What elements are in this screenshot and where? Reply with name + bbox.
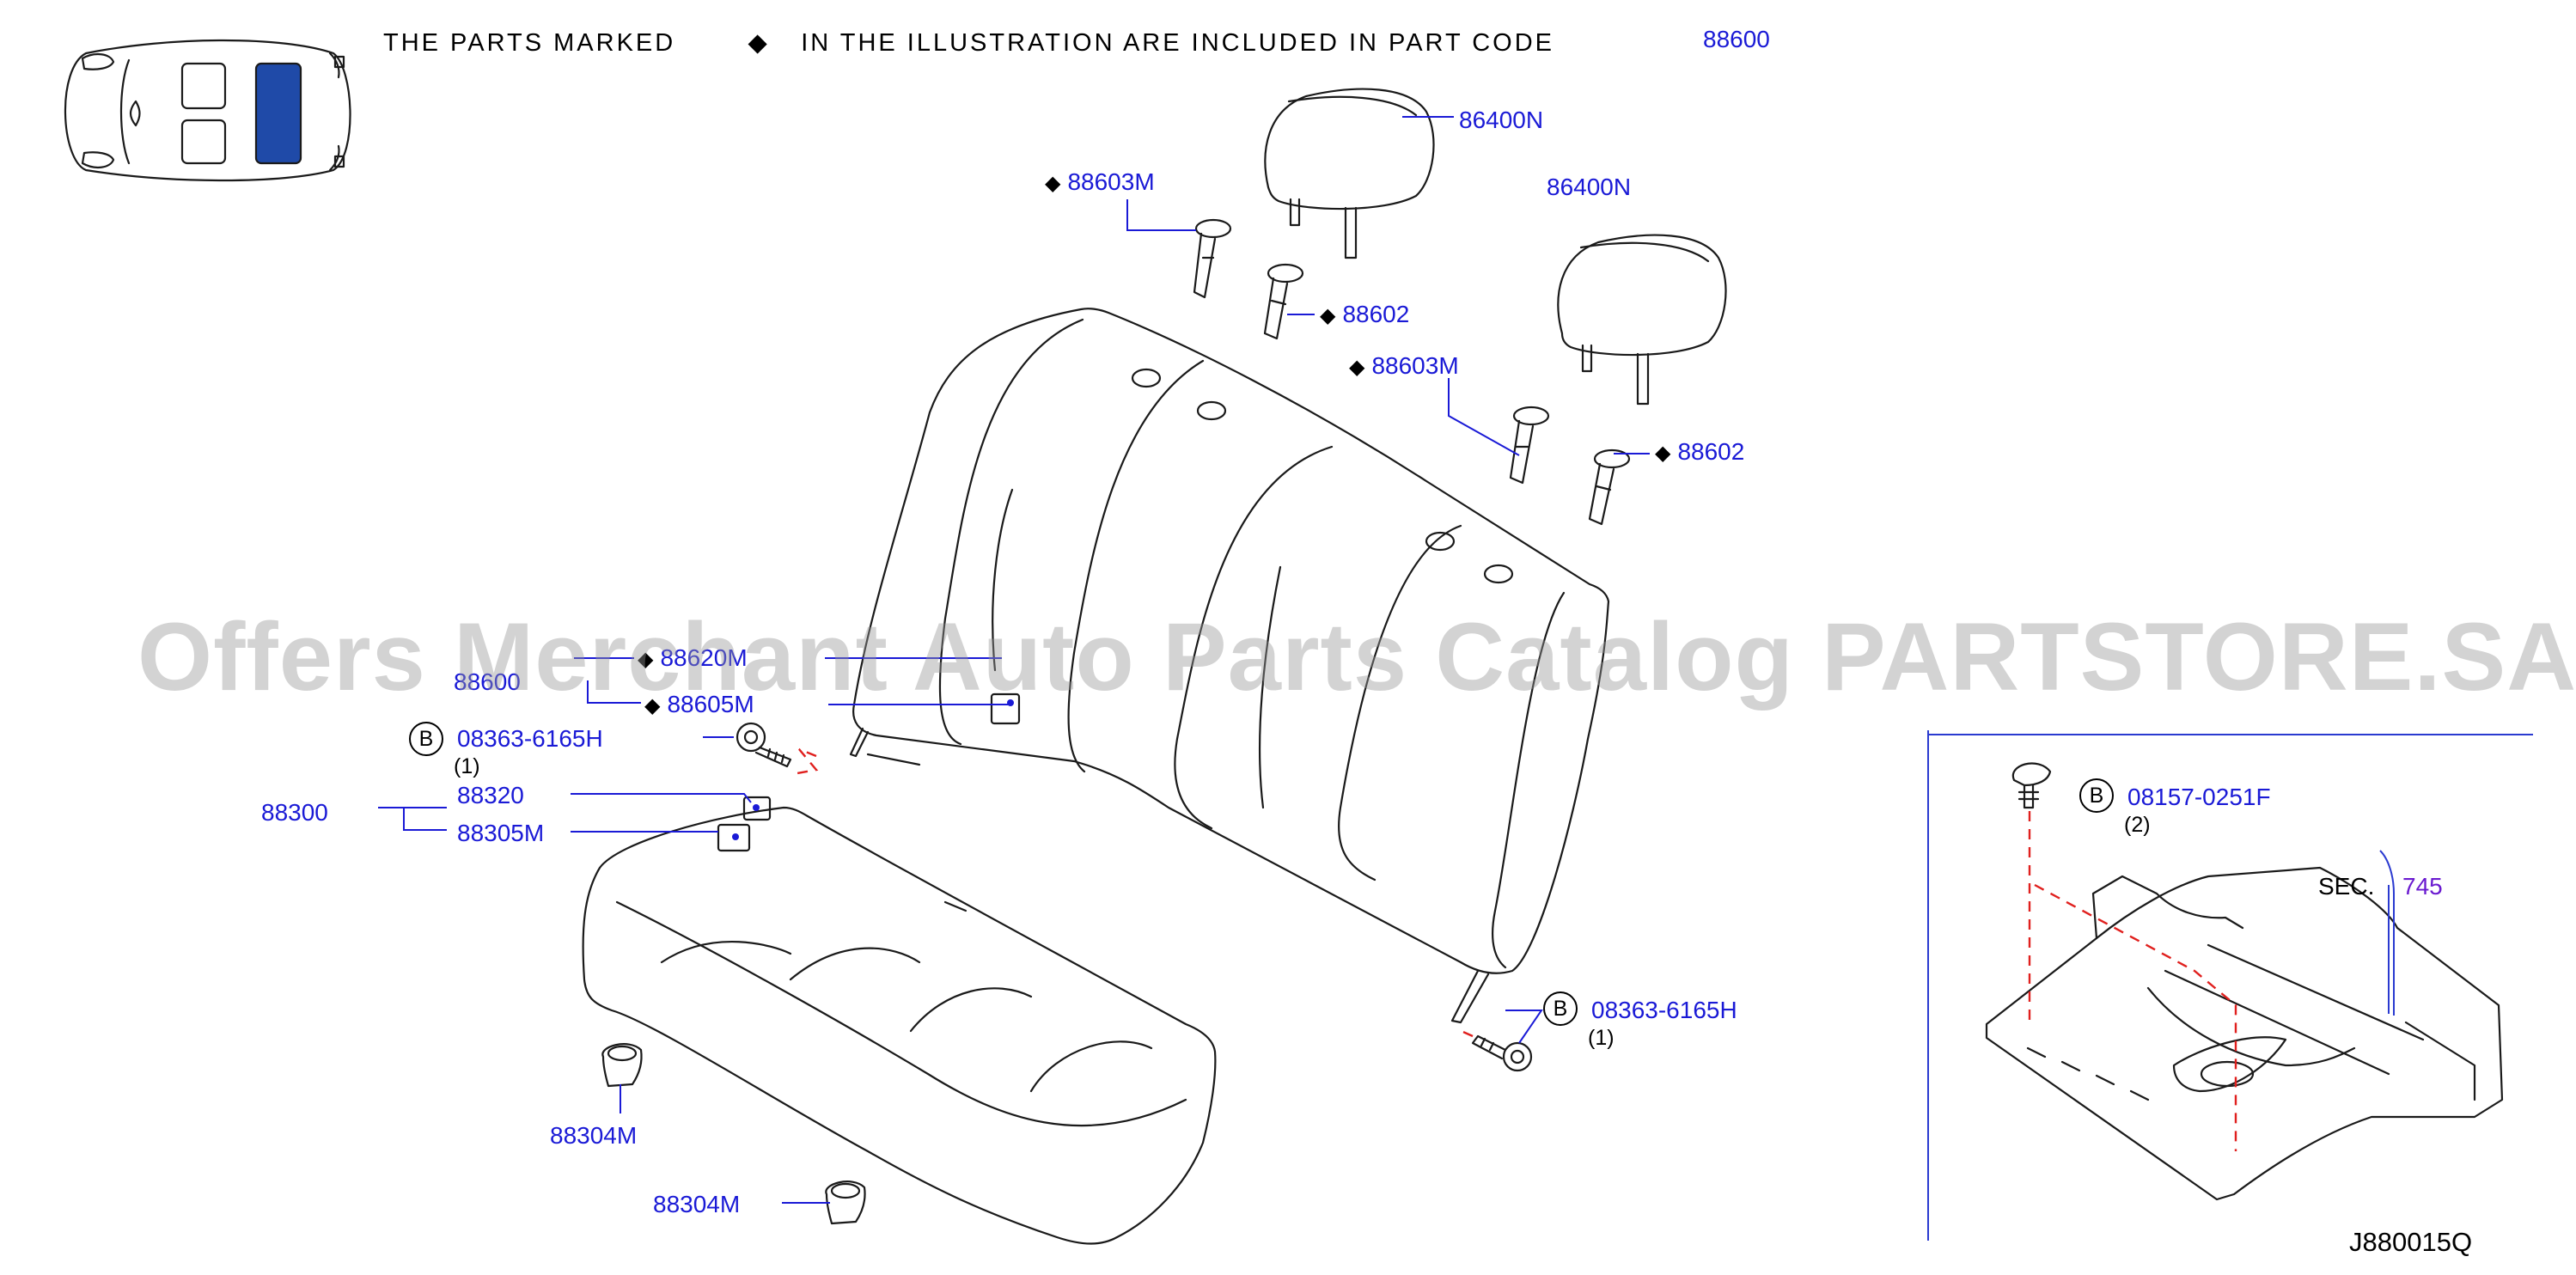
callout-stopper-2[interactable]: 88304M	[653, 1191, 741, 1217]
callout-guide-locked-2-text: 88603M	[1371, 352, 1459, 379]
callout-stopper-1[interactable]: 88304M	[550, 1122, 638, 1149]
cushion-stoppers	[601, 1043, 866, 1225]
callout-back-finisher-a[interactable]: ◆ 88620M	[638, 646, 748, 670]
callout-back-hook[interactable]: ◆ 88605M	[644, 692, 754, 717]
callout-back-finisher-b[interactable]: 88600	[454, 668, 521, 695]
guide-lines	[796, 747, 2237, 1151]
callout-floor-bolt[interactable]: 08157-0251F	[2127, 784, 2271, 810]
diagram-code: J880015Q	[2349, 1227, 2473, 1257]
callout-cushion-hook[interactable]: 88305M	[457, 820, 545, 846]
diamond-marker-icon: ◆	[638, 648, 654, 671]
highlighted-rear-seat	[254, 62, 302, 165]
bolts	[736, 722, 1533, 1072]
section-label: SEC.	[2318, 873, 2375, 900]
diamond-marker-icon: ◆	[1655, 442, 1671, 465]
bolt-lower-quantity: (1)	[1588, 1026, 1615, 1050]
seat-back	[849, 308, 1610, 1024]
diamond-marker-icon: ◆	[748, 29, 770, 57]
header-part-code[interactable]: 88600	[1703, 26, 1770, 52]
diamond-marker-icon: ◆	[1045, 172, 1061, 195]
floor-bolt-quantity: (2)	[2124, 813, 2151, 837]
callout-bolt-lower[interactable]: 08363-6165H	[1591, 997, 1737, 1023]
bolt-upper-quantity: (1)	[454, 754, 480, 778]
callout-cushion-trim[interactable]: 88320	[457, 782, 524, 808]
bolt-lower-b-marker: B	[1543, 991, 1578, 1026]
diamond-marker-icon: ◆	[1349, 356, 1365, 379]
callout-guide-free-1-text: 88602	[1342, 301, 1410, 327]
callout-guide-locked-1-text: 88603M	[1067, 168, 1155, 195]
callout-bolt-upper[interactable]: 08363-6165H	[457, 725, 603, 752]
header-note: THE PARTS MARKED ◆ IN THE ILLUSTRATION ARE…	[383, 27, 1554, 58]
headrest-2	[1557, 234, 1727, 406]
floor-bolt-b-marker: B	[2079, 778, 2114, 813]
header-note-part2: IN THE ILLUSTRATION ARE INCLUDED IN PART…	[801, 29, 1554, 57]
callout-headrest-1[interactable]: 86400N	[1459, 107, 1544, 133]
callout-guide-free-1[interactable]: ◆ 88602	[1320, 302, 1409, 326]
section-link[interactable]: 745	[2402, 873, 2443, 900]
callout-guide-free-2-text: 88602	[1677, 438, 1745, 465]
seat-cushion	[582, 796, 1217, 1245]
callout-back-finisher-a-text: 88620M	[660, 644, 748, 671]
diamond-marker-icon: ◆	[644, 694, 661, 717]
bolt-upper-b-marker: B	[409, 722, 443, 756]
car-locator-icon	[64, 39, 351, 182]
headrest-1	[1264, 88, 1435, 259]
callout-headrest-2[interactable]: 86400N	[1547, 174, 1632, 200]
leader-lines	[378, 116, 1650, 1204]
section-inset	[1927, 730, 2533, 1241]
headrest-guides	[1193, 218, 1631, 526]
callout-cushion-assembly[interactable]: 88300	[261, 799, 328, 826]
header-note-part1: THE PARTS MARKED	[383, 29, 676, 57]
diamond-marker-icon: ◆	[1320, 304, 1336, 327]
callout-guide-free-2[interactable]: ◆ 88602	[1655, 440, 1744, 464]
callout-back-hook-text: 88605M	[667, 691, 754, 717]
callout-guide-locked-1[interactable]: ◆ 88603M	[1045, 170, 1155, 194]
callout-guide-locked-2[interactable]: ◆ 88603M	[1349, 354, 1459, 378]
